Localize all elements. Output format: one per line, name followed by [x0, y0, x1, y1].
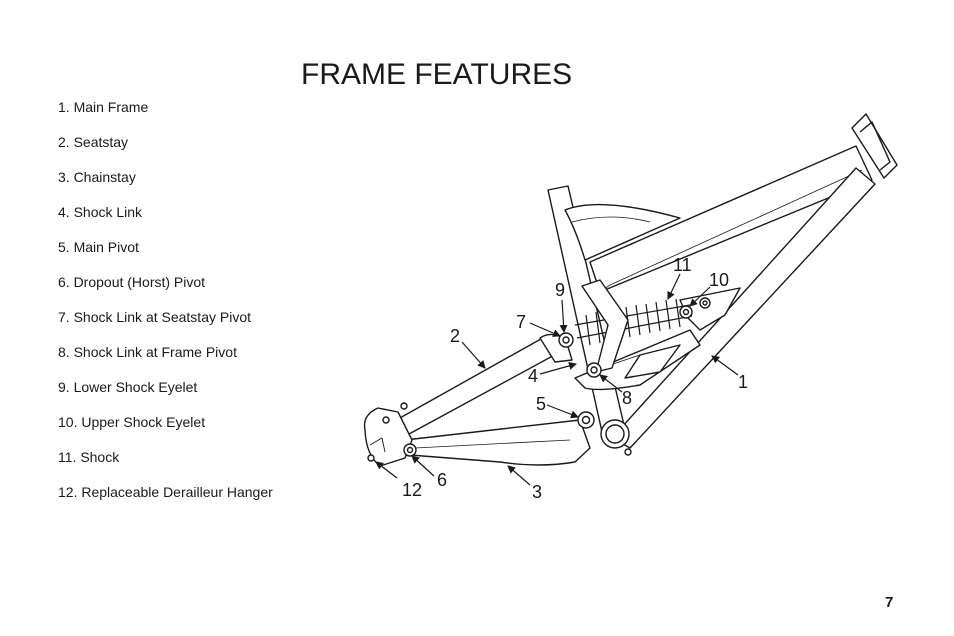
leader-12 — [375, 461, 398, 479]
feature-item-shock-link-frame-pivot: 8. Shock Link at Frame Pivot — [58, 344, 237, 360]
callout-9: 9 — [555, 280, 565, 300]
shock-link-arm — [581, 279, 629, 373]
feature-item-main-pivot: 5. Main Pivot — [58, 239, 139, 255]
page-number: 7 — [885, 594, 894, 611]
leader-7 — [529, 322, 561, 337]
page-title: FRAME FEATURES — [301, 58, 573, 91]
leader-10 — [689, 286, 711, 307]
dropout — [363, 407, 413, 467]
feature-item-shock-link-seatstay-pivot: 7. Shock Link at Seatstay Pivot — [58, 309, 251, 325]
pivot-bolts — [367, 297, 711, 462]
feature-list: 1. Main Frame 2. Seatstay 3. Chainstay 4… — [58, 98, 273, 518]
leader-4 — [539, 362, 577, 375]
leader-9 — [559, 299, 568, 333]
feature-item-shock: 11. Shock — [58, 449, 120, 465]
leader-lines — [375, 273, 739, 486]
callout-5: 5 — [536, 394, 546, 414]
leader-5 — [546, 404, 579, 419]
seatstay — [381, 334, 561, 441]
feature-item-main-frame: 1. Main Frame — [58, 99, 149, 115]
feature-item-chainstay: 3. Chainstay — [58, 169, 136, 185]
callout-8: 8 — [622, 388, 632, 408]
feature-item-seatstay: 2. Seatstay — [58, 134, 129, 150]
callout-1: 1 — [738, 372, 748, 392]
leader-6 — [411, 455, 435, 477]
callout-labels: 1 2 3 4 5 6 7 8 9 10 11 12 — [402, 255, 748, 502]
frame-drawing — [363, 113, 898, 467]
callout-4: 4 — [528, 366, 538, 386]
leader-8 — [599, 374, 623, 393]
feature-item-shock-link: 4. Shock Link — [58, 204, 143, 220]
bottom-bracket — [600, 419, 630, 449]
callout-3: 3 — [532, 482, 542, 502]
callout-2: 2 — [450, 326, 460, 346]
chainstay — [404, 419, 591, 466]
callout-7: 7 — [516, 312, 526, 332]
feature-item-lower-shock-eyelet: 9. Lower Shock Eyelet — [58, 379, 198, 395]
leader-11 — [667, 273, 681, 300]
callout-6: 6 — [437, 470, 447, 490]
feature-item-derailleur-hanger: 12. Replaceable Derailleur Hanger — [58, 484, 273, 500]
feature-item-upper-shock-eyelet: 10. Upper Shock Eyelet — [58, 414, 206, 430]
leader-1 — [711, 355, 739, 376]
leader-2 — [461, 341, 486, 369]
leader-3 — [507, 465, 531, 486]
callout-10: 10 — [709, 270, 729, 290]
gusset — [564, 203, 681, 261]
callout-12: 12 — [402, 480, 422, 500]
callout-11: 11 — [673, 255, 692, 275]
feature-item-dropout-pivot: 6. Dropout (Horst) Pivot — [58, 274, 206, 290]
head-tube — [851, 113, 898, 179]
